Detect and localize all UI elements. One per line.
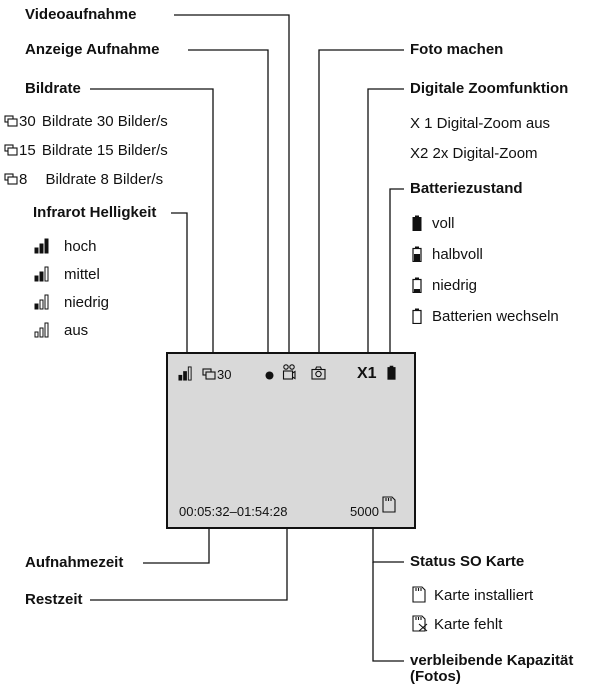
bildrate-num: 15	[19, 142, 36, 159]
bildrate-item: 15 Bildrate 15 Bilder/s	[4, 142, 168, 160]
framerate-icon	[4, 144, 19, 157]
screen-capacity: 5000	[350, 504, 379, 519]
label-infrarot-helligkeit: Infrarot Helligkeit	[33, 204, 157, 221]
ir-off-icon	[34, 322, 50, 338]
battery-item-label: voll	[432, 215, 455, 232]
video-camera-icon	[282, 364, 296, 381]
zoom-item: X 1 Digital-Zoom aus	[410, 115, 551, 132]
label-aufnahmezeit: Aufnahmezeit	[25, 554, 124, 571]
label-batteriezustand: Batteriezustand	[410, 180, 523, 197]
bildrate-item: 8 Bildrate 8 Bilder/s	[4, 171, 163, 189]
label-status-sd-karte: Status SO Karte	[410, 553, 525, 570]
bildrate-text: Bildrate 8 Bilder/s	[45, 171, 164, 188]
bildrate-text: Bildrate 30 Bilder/s	[41, 113, 168, 130]
label-verbleibende-kapazitaet-fotos: (Fotos)	[410, 668, 461, 685]
bildrate-num: 8	[19, 171, 28, 188]
label-foto-machen: Foto machen	[410, 41, 504, 58]
framerate-icon	[4, 173, 19, 186]
screen-zoom: X1	[357, 365, 377, 382]
battery-item-label: niedrig	[432, 277, 478, 294]
battery-half-icon	[412, 246, 422, 262]
battery-full-icon	[387, 365, 396, 380]
ir-item-label: hoch	[64, 238, 97, 255]
sd-item-label: Karte fehlt	[434, 616, 503, 633]
framerate-icon	[202, 368, 217, 381]
sd-item-label: Karte installiert	[434, 587, 534, 604]
sd-card-installed-icon	[412, 586, 426, 603]
label-digitale-zoomfunktion: Digitale Zoomfunktion	[410, 80, 569, 97]
battery-low-icon	[412, 277, 422, 293]
label-verbleibende-kapazitaet: verbleibende Kapazität	[410, 652, 574, 669]
battery-empty-icon	[412, 308, 422, 324]
recording-dot-icon	[265, 371, 274, 380]
camera-display: 30 X1 00:05:32–01:54:28 5000	[166, 352, 416, 529]
label-anzeige-aufnahme: Anzeige Aufnahme	[25, 41, 160, 58]
screen-framerate: 30	[217, 367, 232, 382]
label-videoaufnahme: Videoaufnahme	[25, 6, 137, 23]
battery-item-label: Batterien wechseln	[432, 308, 559, 325]
battery-item-label: halbvoll	[432, 246, 483, 263]
sd-card-icon	[382, 496, 396, 513]
bildrate-num: 30	[19, 113, 36, 130]
label-restzeit: Restzeit	[25, 591, 83, 608]
screen-time: 00:05:32–01:54:28	[179, 504, 288, 519]
battery-full-icon	[412, 215, 422, 231]
bildrate-text: Bildrate 15 Bilder/s	[41, 142, 168, 159]
photo-camera-icon	[311, 366, 326, 380]
sd-card-missing-icon	[412, 615, 428, 632]
ir-item-label: niedrig	[64, 294, 110, 311]
ir-medium-icon	[34, 266, 50, 282]
ir-low-icon	[34, 294, 50, 310]
framerate-icon	[4, 115, 19, 128]
ir-signal-icon	[178, 366, 193, 381]
label-bildrate: Bildrate	[25, 80, 81, 97]
ir-high-icon	[34, 238, 50, 254]
ir-item-label: aus	[64, 322, 89, 339]
zoom-item: X2 2x Digital-Zoom	[410, 145, 538, 162]
ir-item-label: mittel	[64, 266, 100, 283]
bildrate-item: 30 Bildrate 30 Bilder/s	[4, 113, 168, 131]
